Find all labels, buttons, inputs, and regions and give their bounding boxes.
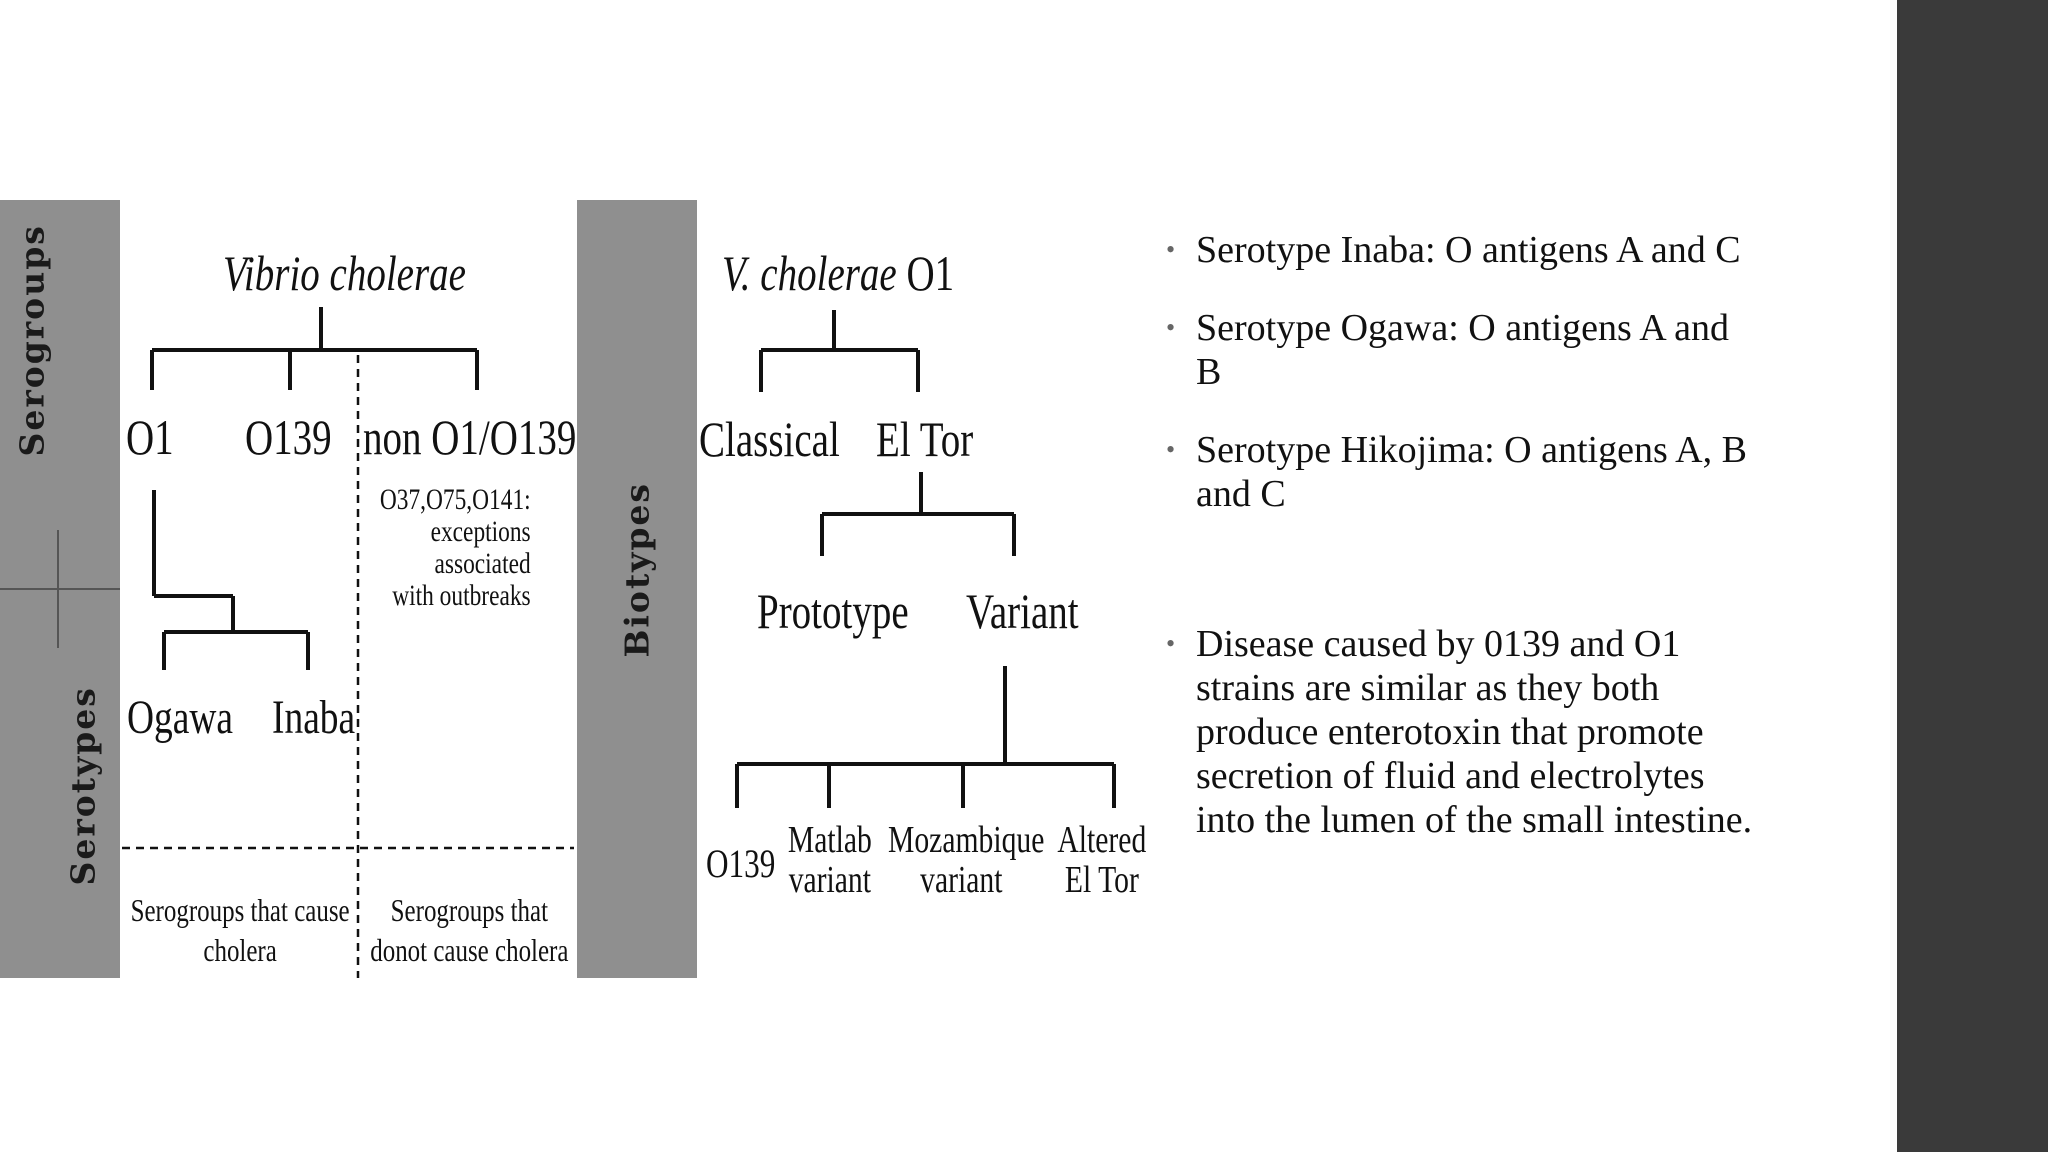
vibrio-classification-diagram: Serogroups Serotypes Biotypes Vibrio cho… xyxy=(0,200,1150,980)
right-side-band xyxy=(1897,0,2048,1152)
serotypes-label: Serotypes xyxy=(63,686,103,886)
v-cholerae-italic: V. cholerae xyxy=(722,245,897,301)
serotype-ogawa: Ogawa xyxy=(127,691,234,744)
biotype-band xyxy=(577,200,697,978)
bullet-text: Disease caused by 0139 and O1 strains ar… xyxy=(1196,623,1753,841)
biotypes-label: Biotypes xyxy=(617,481,657,658)
footer-cause-cholera: Serogroups that cause cholera xyxy=(130,892,350,968)
biotype-el-tor: El Tor xyxy=(876,411,974,467)
vibrio-cholerae-root: Vibrio cholerae xyxy=(223,245,466,301)
serotype-inaba: Inaba xyxy=(272,691,356,744)
bullet-text: Serotype Hikojima: O antigens A, B and C xyxy=(1196,429,1747,515)
bullet-dot-icon: • xyxy=(1166,435,1176,464)
v-cholerae-o1-root: V. cholerae O1 xyxy=(722,244,954,302)
diagram-lines xyxy=(0,200,1116,978)
bullet-dot-icon: • xyxy=(1166,313,1176,342)
biotype-classical: Classical xyxy=(699,411,840,467)
variant-matlab: Matlab variant xyxy=(787,819,872,901)
bullet-hikojima: • Serotype Hikojima: O antigens A, B and … xyxy=(1160,428,1760,516)
bullet-list: • Serotype Inaba: O antigens A and C • Ser… xyxy=(1160,228,1760,876)
variant-mozambique: Mozambique variant xyxy=(888,819,1045,901)
non-o1-note: O37,O75,O141: exceptions associated with… xyxy=(379,483,531,612)
bullet-inaba: • Serotype Inaba: O antigens A and C xyxy=(1160,228,1760,272)
el-tor-variant: Variant xyxy=(966,583,1079,639)
bullet-disease: • Disease caused by 0139 and O1 strains a… xyxy=(1160,622,1760,842)
o1-suffix: O1 xyxy=(896,245,955,301)
bullet-dot-icon: • xyxy=(1166,235,1176,264)
serogroups-label: Serogroups xyxy=(12,224,52,457)
group-o1: O1 xyxy=(126,409,174,465)
bullet-text: Serotype Inaba: O antigens A and C xyxy=(1196,229,1741,271)
variant-o139: O139 xyxy=(706,841,776,886)
group-non-o1-o139: non O1/O139 xyxy=(363,409,577,465)
variant-altered-el-tor: Altered El Tor xyxy=(1057,819,1147,901)
group-o139: O139 xyxy=(245,409,332,465)
bullet-text: Serotype Ogawa: O antigens A and B xyxy=(1196,307,1729,393)
el-tor-prototype: Prototype xyxy=(757,583,909,639)
bullet-ogawa: • Serotype Ogawa: O antigens A and B xyxy=(1160,306,1760,394)
footer-not-cause-cholera: Serogroups that donot cause cholera xyxy=(370,892,569,968)
bullet-dot-icon: • xyxy=(1166,629,1176,658)
